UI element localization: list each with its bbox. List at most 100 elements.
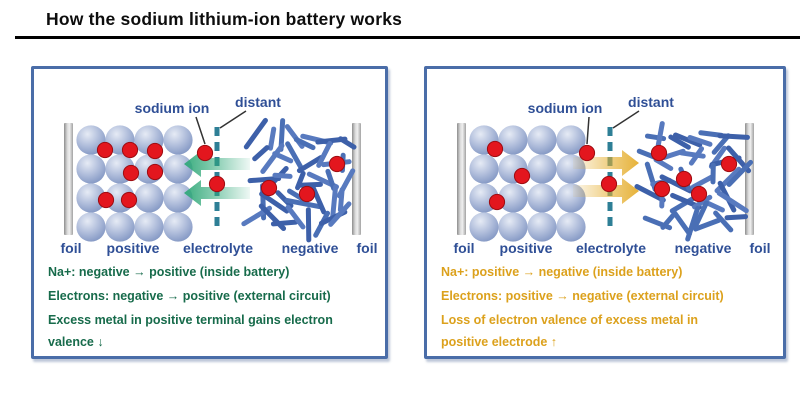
note-line: Na+: positive → negative (inside battery…: [441, 265, 683, 279]
sodium-ion-dot: [600, 175, 618, 193]
cathode-sphere: [76, 154, 106, 184]
sodium-ion-dot: [298, 185, 316, 203]
anode-rod: [724, 214, 749, 221]
cathode-sphere: [134, 183, 164, 213]
callout-pointer-line: [219, 110, 247, 129]
cathode-sphere: [556, 125, 586, 155]
electrode-label-electrolyte-2: electrolyte: [183, 240, 253, 256]
anode-rod: [726, 159, 754, 187]
electrode-label-negative-3: negative: [675, 240, 732, 256]
anode-rod: [305, 207, 312, 243]
electrode-label-foil-0: foil: [454, 240, 475, 256]
anode-rod: [644, 133, 667, 142]
sodium-ion-dot: [96, 141, 114, 159]
anode-rod: [295, 170, 306, 191]
cathode-sphere: [134, 212, 164, 242]
electrode-label-negative-3: negative: [282, 240, 339, 256]
cathode-sphere: [527, 154, 557, 184]
anode-rod: [660, 211, 677, 230]
anode-rod: [275, 190, 294, 209]
cathode-sphere: [163, 125, 193, 155]
anode-rod: [679, 150, 706, 159]
anode-rod: [669, 195, 698, 214]
charge-notes: Na+: positive → negative (inside battery…: [441, 261, 781, 355]
anode-rod: [260, 143, 285, 174]
anode-rod: [655, 121, 665, 148]
callout-pointer-line: [612, 110, 640, 129]
anode-rod: [267, 126, 277, 151]
note-line: Loss of electron valence of excess metal…: [441, 313, 699, 349]
sodium-ion-dot: [208, 175, 226, 193]
sodium-ion-dot: [146, 163, 164, 181]
anode-rod: [272, 151, 294, 164]
callout-sodium-ion: sodium ion: [528, 100, 603, 116]
foil-bar-right: [745, 123, 754, 235]
foil-bar-left: [457, 123, 466, 235]
ion-flow-arrow: [184, 180, 250, 206]
note-line: Electrons: negative → positive (external…: [48, 289, 331, 303]
title-divider: [15, 36, 800, 39]
anode-rod: [659, 174, 693, 194]
cathode-sphere: [469, 212, 499, 242]
ion-flow-arrow: [573, 150, 639, 176]
anode-rod: [697, 197, 725, 213]
anode-rod: [685, 206, 701, 242]
sodium-ion-dot: [720, 155, 738, 173]
anode-rod: [687, 134, 713, 147]
anode-rod: [673, 132, 703, 148]
electrode-label-electrolyte-2: electrolyte: [576, 240, 646, 256]
anode-rod: [284, 197, 322, 210]
anode-rod: [272, 172, 293, 179]
cathode-sphere: [163, 183, 193, 213]
cathode-sphere: [105, 212, 135, 242]
callout-pointer-line: [195, 116, 206, 145]
anode-rod: [716, 190, 749, 214]
anode-rod: [270, 219, 299, 227]
anode-rod: [713, 210, 734, 233]
anode-rod: [688, 146, 705, 166]
anode-rod: [285, 141, 304, 170]
sodium-ion-dot: [486, 140, 504, 158]
sodium-ion-dot: [260, 179, 278, 197]
anode-rod: [316, 140, 333, 168]
sodium-ion-dot: [578, 144, 596, 162]
electrode-label-foil-4: foil: [357, 240, 378, 256]
anode-rod: [278, 118, 286, 152]
foil-bar-left: [64, 123, 73, 235]
anode-rod: [717, 133, 750, 140]
anode-rod: [252, 145, 270, 162]
anode-rod: [296, 155, 324, 174]
anode-rod: [330, 184, 339, 219]
cathode-sphere: [498, 125, 528, 155]
anode-rod: [672, 210, 692, 237]
sodium-ion-dot: [120, 191, 138, 209]
anode-rod: [325, 168, 337, 191]
sodium-ion-dot: [196, 144, 214, 162]
sodium-ion-dot: [146, 142, 164, 160]
callout-distant: distant: [235, 94, 281, 110]
note-line: Electrons: positive → negative (external…: [441, 289, 724, 303]
anode-rod: [293, 136, 316, 151]
sodium-ion-dot: [513, 167, 531, 185]
foil-bar-right: [352, 123, 361, 235]
anode-rod: [337, 187, 345, 213]
electrode-label-foil-4: foil: [750, 240, 771, 256]
cathode-sphere: [498, 212, 528, 242]
anode-rod: [243, 117, 268, 150]
sodium-ion-dot: [328, 155, 346, 173]
anode-rod: [711, 133, 731, 155]
anode-rod: [259, 191, 290, 214]
cathode-sphere: [498, 183, 528, 213]
sodium-ion-dot: [653, 180, 671, 198]
anode-rod: [338, 136, 357, 150]
note-line: Excess metal in positive terminal gains …: [48, 313, 333, 349]
anode-rod: [634, 184, 666, 203]
page-title: How the sodium lithium-ion battery works: [46, 9, 403, 29]
cathode-sphere: [527, 125, 557, 155]
cathode-sphere: [527, 183, 557, 213]
sodium-ion-dot: [121, 141, 139, 159]
